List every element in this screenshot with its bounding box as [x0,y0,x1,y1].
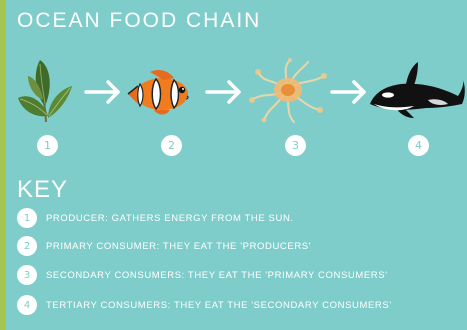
key-item: 2 PRIMARY CONSUMER: THEY EAT THE 'PRODUC… [17,235,311,257]
key-heading: KEY [17,176,68,204]
key-item: 4 TERTIARY CONSUMERS: THEY EAT THE 'SECO… [17,294,392,316]
arrow-right-icon [84,79,122,105]
key-item: 1 PRODUCER: GATHERS ENERGY FROM THE SUN. [17,207,294,229]
key-text: TERTIARY CONSUMERS: THEY EAT THE 'SECOND… [46,300,392,311]
chain-number-1: 1 [37,135,58,156]
key-text: SECONDARY CONSUMERS: THEY EAT THE 'PRIMA… [46,270,388,281]
key-number: 1 [17,208,37,228]
seaweed-icon [10,56,80,126]
key-number: 4 [17,295,37,315]
key-text: PRIMARY CONSUMER: THEY EAT THE 'PRODUCER… [46,241,311,252]
chain-number-3: 3 [285,135,306,156]
diagram-title: OCEAN FOOD CHAIN [17,9,261,33]
arrow-right-icon [205,79,243,105]
orca-icon [366,60,466,120]
clownfish-icon [124,64,198,116]
left-accent-bar [0,0,6,330]
key-number: 3 [17,265,37,285]
jellyfish-icon [246,58,330,124]
chain-number-2: 2 [161,135,182,156]
chain-number-4: 4 [408,135,429,156]
key-text: PRODUCER: GATHERS ENERGY FROM THE SUN. [46,213,294,224]
key-number: 2 [17,236,37,256]
arrow-right-icon [330,79,368,105]
key-item: 3 SECONDARY CONSUMERS: THEY EAT THE 'PRI… [17,264,388,286]
